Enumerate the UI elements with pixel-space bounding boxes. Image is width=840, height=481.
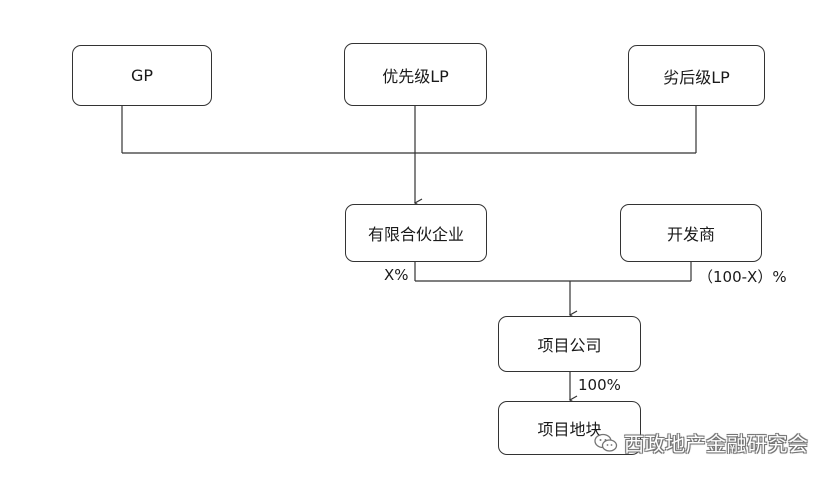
wechat-icon	[594, 433, 618, 452]
developer-share-label: （100-X）%	[698, 268, 787, 286]
land-share-label: 100%	[578, 376, 621, 394]
watermark: 西政地产金融研究会	[594, 428, 809, 457]
developer-node-label: 开发商	[666, 225, 715, 244]
junior-lp-node: 劣后级LP	[628, 45, 765, 106]
watermark-text: 西政地产金融研究会	[624, 432, 809, 456]
project-company-node-label: 项目公司	[537, 336, 602, 355]
junior-lp-node-label: 劣后级LP	[663, 67, 730, 87]
senior-lp-node: 优先级LP	[344, 43, 487, 106]
project-land-node: 项目地块	[498, 401, 641, 455]
partnership-share-label: X%	[384, 266, 409, 284]
project-company-node: 项目公司	[498, 316, 641, 372]
limited-partnership-node-label: 有限合伙企业	[367, 225, 464, 244]
developer-node: 开发商	[620, 204, 762, 262]
gp-node-label: GP	[130, 66, 154, 85]
gp-node: GP	[72, 45, 212, 106]
limited-partnership-node: 有限合伙企业	[345, 204, 487, 262]
senior-lp-node-label: 优先级LP	[382, 66, 449, 86]
project-land-node-label: 项目地块	[537, 420, 602, 439]
